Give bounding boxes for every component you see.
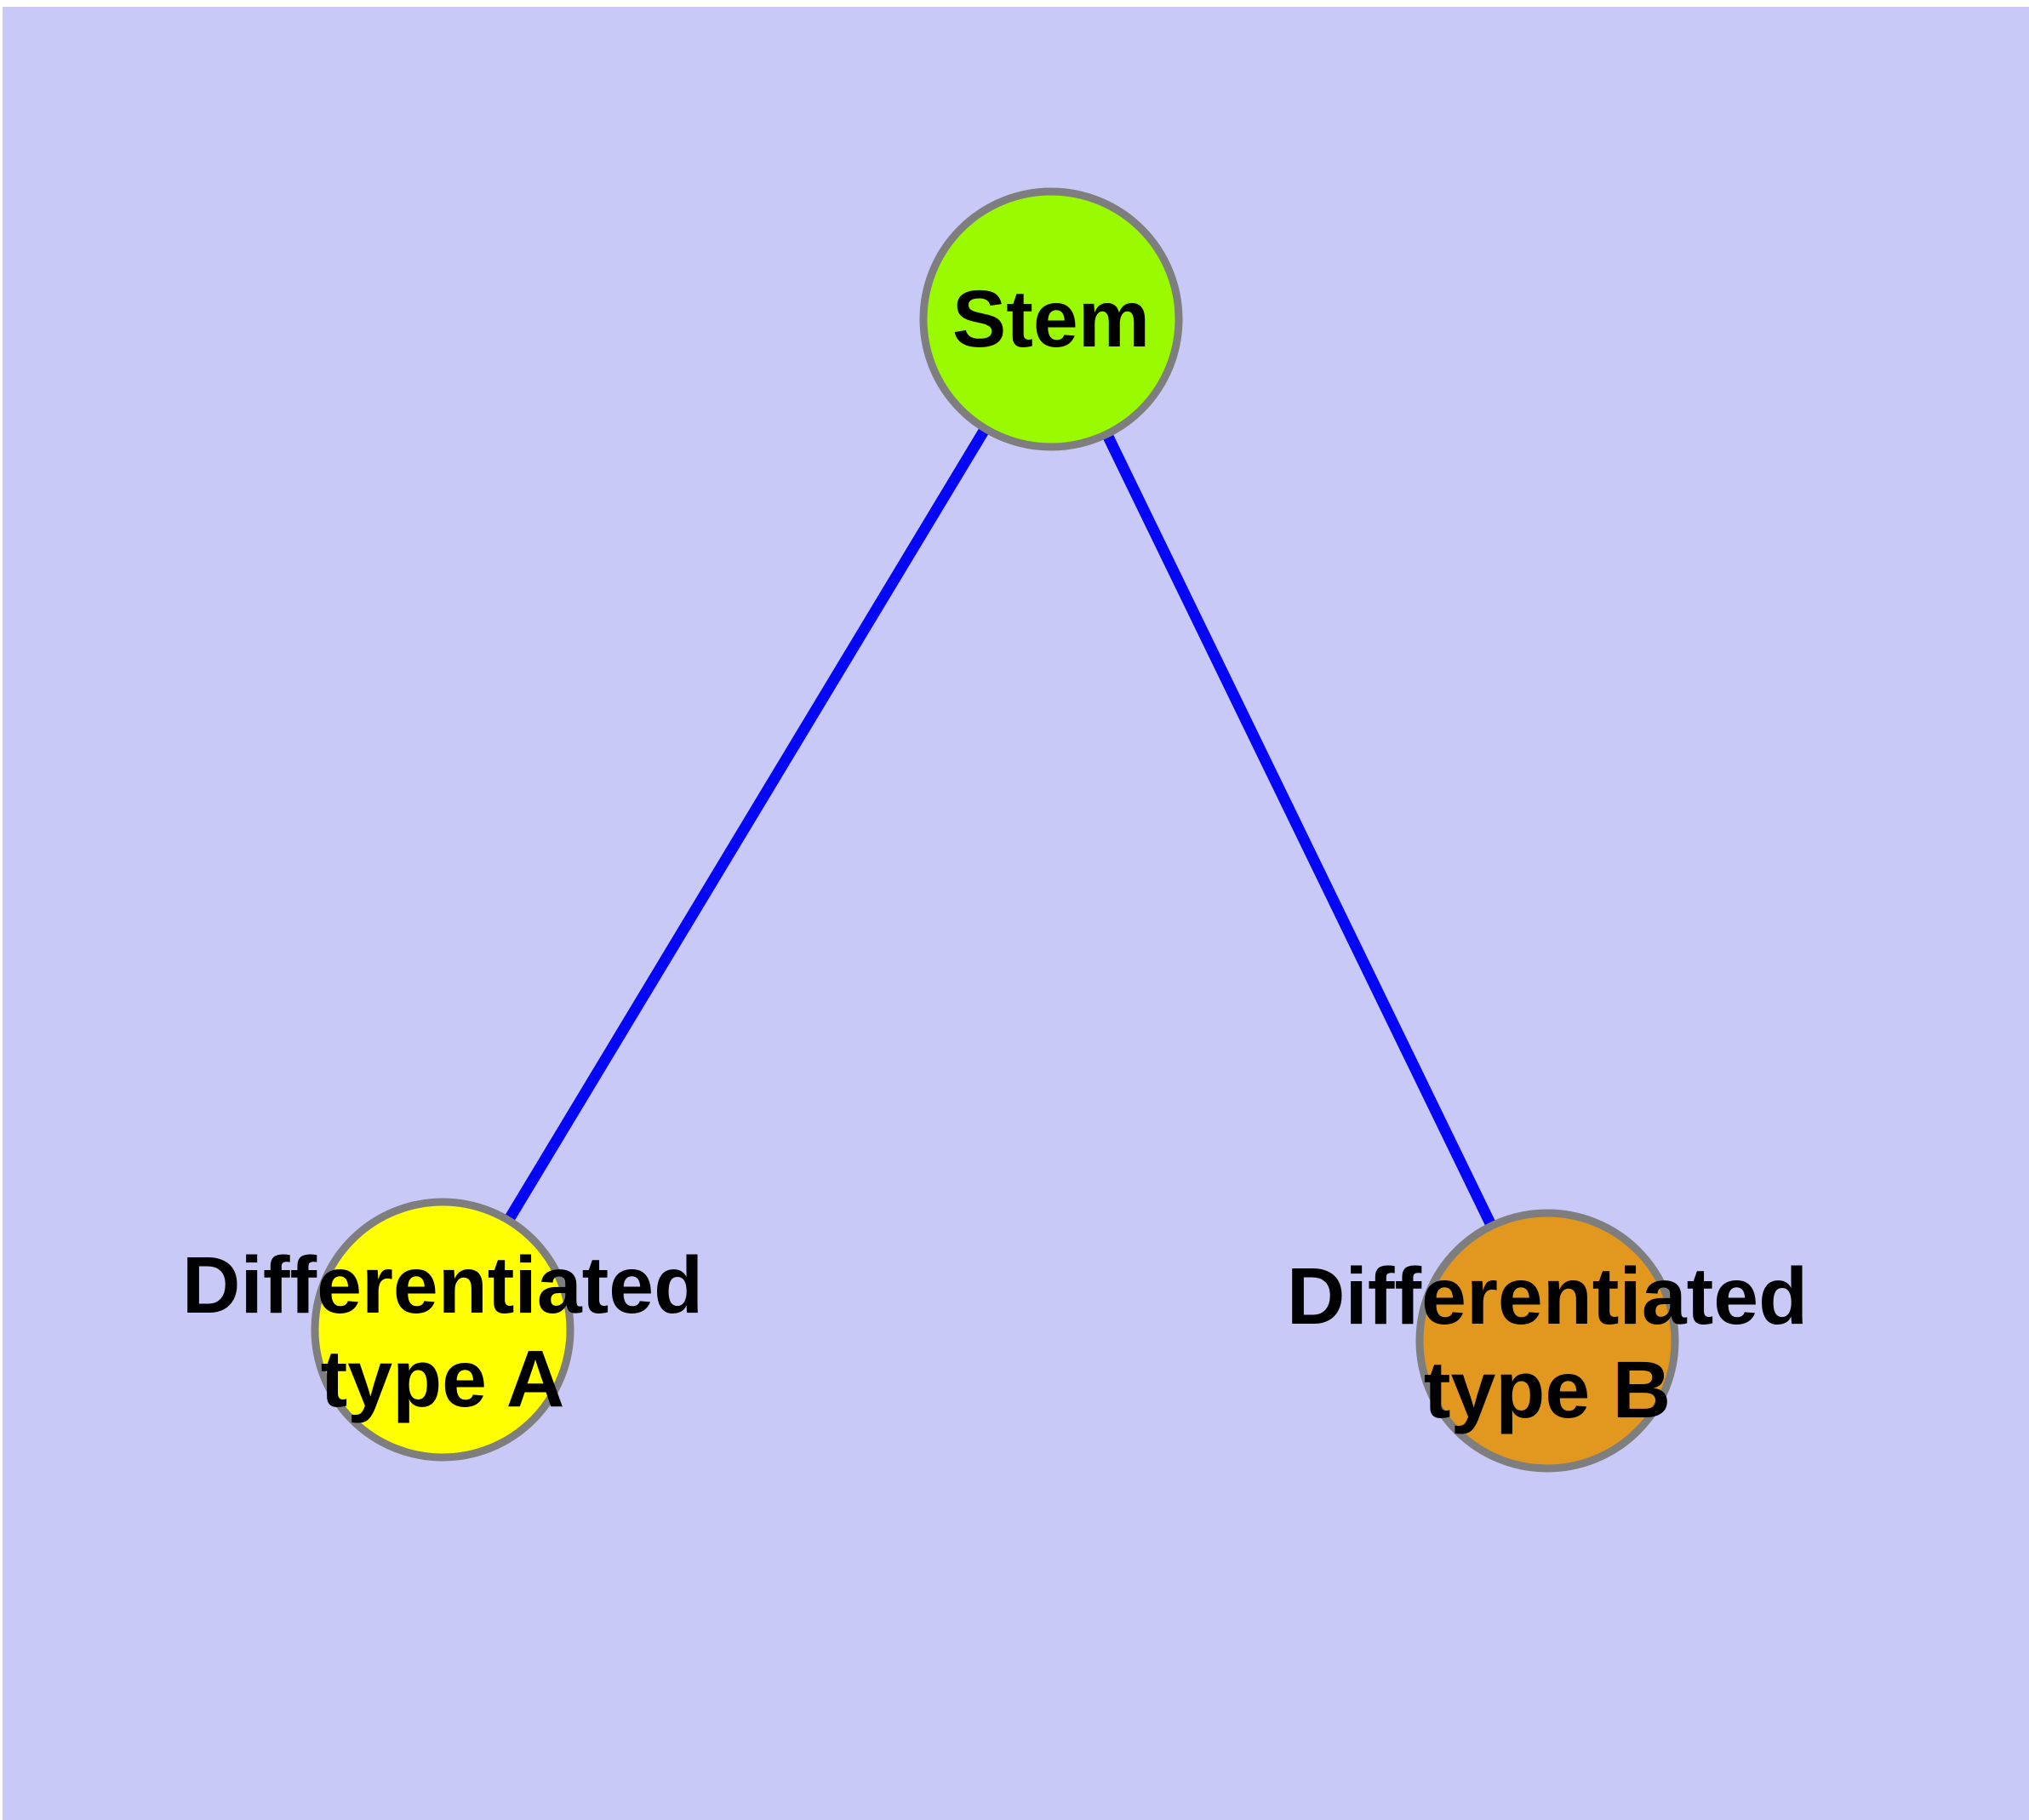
nodes-layer (311, 187, 1679, 1473)
node-label-stem: Stem (952, 274, 1150, 364)
node-stem (919, 187, 1183, 451)
edge-stem-to-type-b (1046, 317, 1552, 1343)
edge-stem-to-type-a (437, 316, 1056, 1333)
node-type-b (1415, 1209, 1679, 1473)
node-type-a (311, 1198, 574, 1462)
edges-layer (437, 316, 1552, 1343)
